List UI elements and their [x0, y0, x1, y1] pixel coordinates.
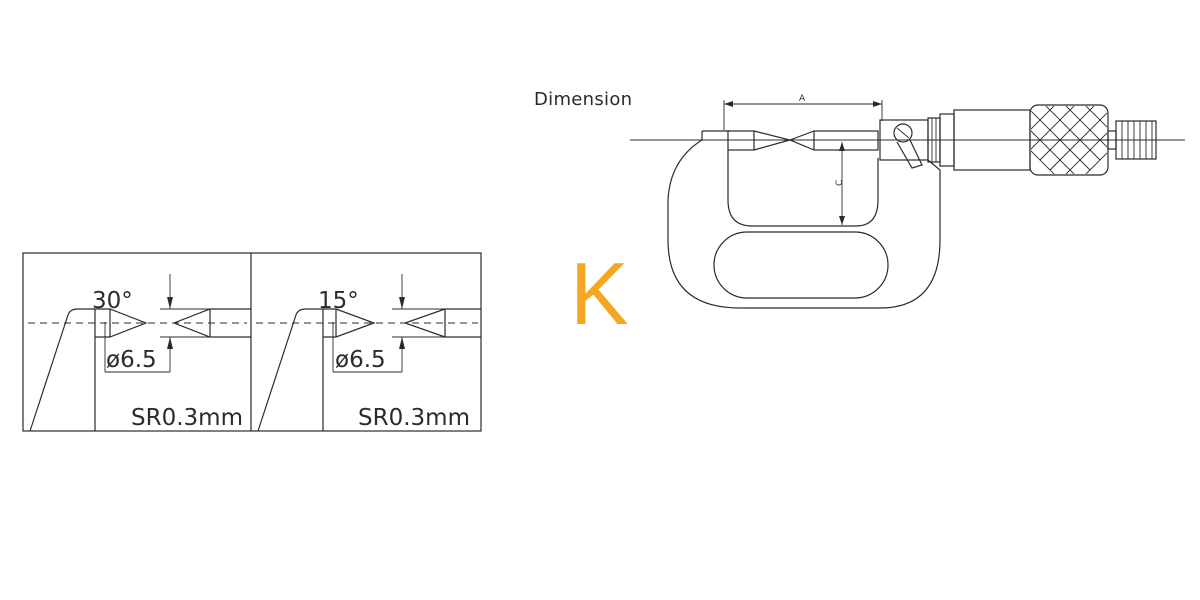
- dim-arrow: [167, 337, 173, 349]
- knurl-pattern: [1031, 106, 1107, 174]
- micrometer-drawing: A C: [630, 94, 1185, 309]
- dim-arrow: [839, 216, 845, 225]
- cone-tip-right: [403, 308, 481, 338]
- tip-diameter: ø6.5: [335, 347, 386, 373]
- tip-angle: 15°: [318, 288, 359, 314]
- lock-nut: [893, 123, 913, 143]
- tip-detail-30: 30° ø6.5 SR0.3mm: [28, 274, 251, 432]
- tip-diameter: ø6.5: [106, 347, 157, 373]
- ratchet-knob: [1115, 120, 1157, 160]
- dim-arrow: [873, 101, 882, 107]
- cone-tip-right: [172, 308, 251, 338]
- dim-arrow: [167, 297, 173, 309]
- dimension-title: Dimension: [534, 89, 633, 110]
- panel-frame: [22, 252, 482, 432]
- dim-arrow: [724, 101, 733, 107]
- frame-outer: [667, 131, 941, 309]
- anvil-profile: [29, 308, 95, 432]
- dim-arrow: [839, 142, 845, 151]
- dim-arrow: [399, 297, 405, 309]
- frame-window: [713, 231, 889, 299]
- spindle-tip: [788, 130, 815, 151]
- dim-c-label: C: [835, 180, 845, 186]
- tip-radius: SR0.3mm: [131, 405, 243, 431]
- ratchet-knurl: [1121, 121, 1153, 159]
- dim-a-label: A: [799, 94, 806, 104]
- dim-arrow: [399, 337, 405, 349]
- tip-detail-15: 15° ø6.5 SR0.3mm: [256, 274, 481, 432]
- lock-slot: [896, 127, 910, 139]
- anvil-tip: [753, 130, 793, 151]
- anvil-profile: [257, 308, 323, 432]
- tip-angle: 30°: [92, 288, 133, 314]
- frame-throat: [727, 150, 879, 227]
- lock-lever: [896, 139, 923, 169]
- anvil: [727, 130, 755, 151]
- tip-radius: SR0.3mm: [358, 405, 470, 431]
- cone-tip-left: [323, 308, 376, 338]
- tip-detail-panel: 30° ø6.5 SR0.3mm 15° ø6.5 SR0.3mm: [22, 252, 482, 432]
- model-letter: K: [570, 244, 629, 343]
- spindle: [813, 130, 879, 151]
